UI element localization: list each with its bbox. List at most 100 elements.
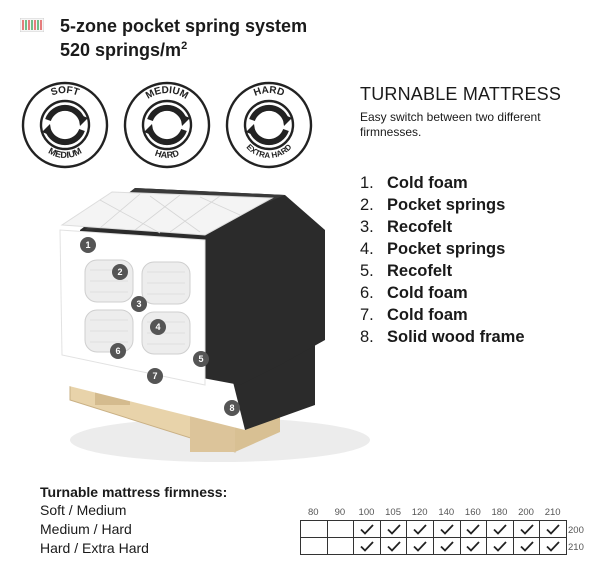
layer-item: 7. Cold foam xyxy=(360,306,525,328)
layer-label: Cold foam xyxy=(387,306,468,324)
width-label: 210 xyxy=(544,507,561,518)
size-width-header: 80 90 100 105 120 140 160 180 200 210 xyxy=(300,507,566,518)
layer-marker-4: 4 xyxy=(150,319,166,335)
checkmark-icon xyxy=(360,523,374,535)
layer-label: Solid wood frame xyxy=(387,328,525,346)
layer-marker-3: 3 xyxy=(131,296,147,312)
checkmark-icon xyxy=(386,540,401,552)
layer-number: 4. xyxy=(360,240,374,258)
checkmark-icon xyxy=(386,523,401,535)
layer-number: 5. xyxy=(360,262,374,280)
layer-number: 2. xyxy=(360,196,374,214)
springs-density-exponent: 2 xyxy=(181,40,188,52)
size-available-cell xyxy=(406,537,434,555)
checkmark-icon xyxy=(440,540,454,552)
layer-marker-6: 6 xyxy=(110,343,126,359)
checkmark-icon xyxy=(413,523,427,535)
firmness-option: Hard / Extra Hard xyxy=(40,540,149,556)
svg-text:MEDIUM: MEDIUM xyxy=(47,146,83,160)
width-label: 180 xyxy=(491,507,508,518)
turnable-mattress-description: Easy switch between two different firmne… xyxy=(360,110,541,139)
layer-marker-5: 5 xyxy=(193,351,209,367)
springs-density-value: 520 springs/m xyxy=(60,40,182,60)
size-unavailable-cell xyxy=(326,537,355,555)
size-available-cell xyxy=(379,520,408,538)
width-label: 160 xyxy=(464,507,481,518)
layer-item: 3. Recofelt xyxy=(360,218,525,240)
checkmark-icon xyxy=(466,540,481,552)
badge-1-bottom-label: MEDIUM xyxy=(47,146,83,160)
svg-text:2: 2 xyxy=(117,267,122,277)
layer-number: 7. xyxy=(360,306,374,324)
checkmark-icon xyxy=(546,523,560,535)
checkmark-icon xyxy=(546,540,560,552)
layer-label: Pocket springs xyxy=(387,196,506,214)
layer-item: 2. Pocket springs xyxy=(360,196,525,218)
checkmark-icon xyxy=(466,523,481,535)
size-availability-table xyxy=(300,520,567,555)
badge-2-bottom-label: HARD xyxy=(154,148,181,161)
width-label: 105 xyxy=(385,507,401,518)
length-label: 210 xyxy=(568,542,584,553)
checkmark-icon xyxy=(493,523,507,535)
svg-text:6: 6 xyxy=(115,346,120,356)
width-label: 200 xyxy=(518,507,534,518)
layer-item: 4. Pocket springs xyxy=(360,240,525,262)
svg-text:8: 8 xyxy=(229,403,234,413)
layer-label: Cold foam xyxy=(387,284,468,302)
firmness-badges: SOFT MEDIUM MEDIUM HARD HARD EXTRA HARD xyxy=(21,81,313,169)
layer-label: Recofelt xyxy=(387,218,453,236)
checkmark-icon xyxy=(519,523,534,535)
width-label: 140 xyxy=(438,507,455,518)
svg-text:MEDIUM: MEDIUM xyxy=(144,85,190,102)
badge-soft-medium-icon: SOFT MEDIUM xyxy=(21,81,109,169)
firmness-option: Soft / Medium xyxy=(40,502,127,518)
svg-text:HARD: HARD xyxy=(154,148,181,161)
size-available-cell xyxy=(539,520,567,538)
firmness-option: Medium / Hard xyxy=(40,521,132,537)
layer-list: 1.Cold foam 2.Pocket springs 3.Recofelt … xyxy=(360,174,525,350)
svg-text:7: 7 xyxy=(152,371,157,381)
size-available-cell xyxy=(539,537,567,555)
svg-text:5: 5 xyxy=(198,354,203,364)
size-unavailable-cell xyxy=(300,520,328,538)
svg-text:4: 4 xyxy=(155,322,160,332)
badge-hard-extra-hard-icon: HARD EXTRA HARD xyxy=(225,81,313,169)
layer-label: Pocket springs xyxy=(387,240,506,258)
width-label: 90 xyxy=(334,507,346,518)
spring-system-icon xyxy=(20,18,44,32)
size-available-cell xyxy=(512,520,541,538)
size-available-cell xyxy=(432,520,461,538)
badge-medium-hard-icon: MEDIUM HARD xyxy=(123,81,211,169)
springs-density: 520 springs/m2 xyxy=(60,40,187,61)
layer-number: 6. xyxy=(360,284,374,302)
size-available-cell xyxy=(432,537,461,555)
size-available-cell xyxy=(406,520,434,538)
size-available-cell xyxy=(459,520,488,538)
layer-marker-7: 7 xyxy=(147,368,163,384)
length-label: 200 xyxy=(568,525,584,536)
size-unavailable-cell xyxy=(326,520,355,538)
size-row xyxy=(300,520,567,538)
checkmark-icon xyxy=(440,523,454,535)
layer-item: 8. Solid wood frame xyxy=(360,328,525,350)
size-available-cell xyxy=(459,537,488,555)
layer-label: Cold foam xyxy=(387,174,468,192)
width-label: 100 xyxy=(358,507,375,518)
checkmark-icon xyxy=(493,540,507,552)
layer-marker-8: 8 xyxy=(224,400,240,416)
checkmark-icon xyxy=(413,540,427,552)
layer-label: Recofelt xyxy=(387,262,453,280)
width-label: 120 xyxy=(411,507,428,518)
size-available-cell xyxy=(486,537,514,555)
size-available-cell xyxy=(353,537,381,555)
spring-system-title: 5-zone pocket spring system xyxy=(60,16,308,36)
firmness-heading: Turnable mattress firmness: xyxy=(40,484,228,500)
layer-marker-1: 1 xyxy=(80,237,96,253)
turnable-mattress-title: TURNABLE MATTRESS xyxy=(360,84,562,104)
layer-number: 3. xyxy=(360,218,374,236)
layer-number: 1. xyxy=(360,174,374,192)
layer-item: 5. Recofelt xyxy=(360,262,525,284)
layer-number: 8. xyxy=(360,328,374,346)
size-row xyxy=(300,537,567,555)
